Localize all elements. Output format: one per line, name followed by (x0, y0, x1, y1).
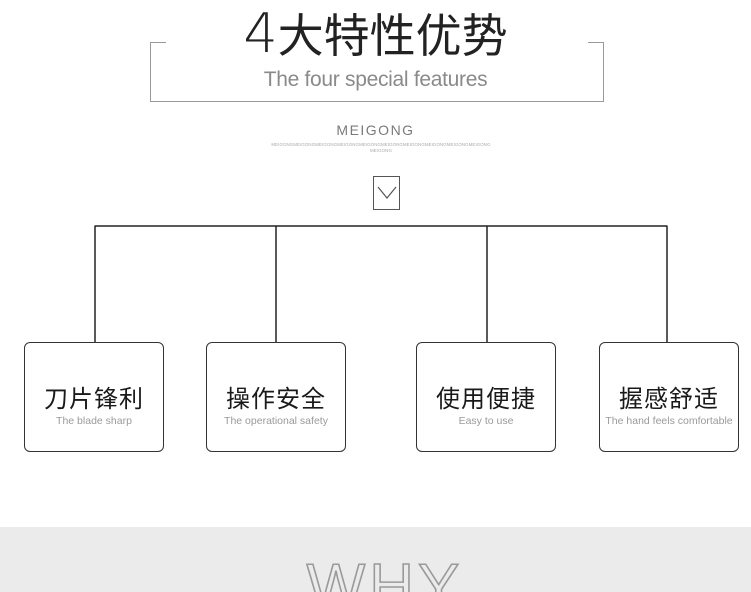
why-heading-text: WHY (307, 552, 464, 592)
title-cn: 大特性优势 (277, 9, 508, 63)
feature-title: 使用便捷 (436, 385, 536, 413)
chevron-down-box (373, 176, 400, 210)
feature-subtitle: Easy to use (458, 415, 514, 427)
connector-lines (94, 225, 668, 343)
title-digit: 4 (243, 2, 278, 65)
feature-subtitle: The hand feels comfortable (605, 415, 733, 427)
feature-subtitle: The blade sharp (56, 415, 132, 427)
feature-card-comfortable: 握感舒适 The hand feels comfortable (599, 342, 739, 452)
feature-title: 刀片锋利 (44, 385, 144, 413)
why-heading: WHY (306, 551, 464, 592)
chevron-down-icon (377, 186, 397, 199)
why-band: WHY (0, 527, 751, 592)
feature-subtitle: The operational safety (224, 415, 328, 427)
title-frame (150, 42, 604, 102)
feature-title: 握感舒适 (619, 385, 719, 413)
brand-repeat-text: MEIGONGMEIGONGMEIGONGMEIGONGMEIGONGMEIGO… (271, 142, 491, 153)
brand-name: MEIGONG (336, 122, 415, 138)
feature-card-easy: 使用便捷 Easy to use (416, 342, 556, 452)
feature-card-sharp: 刀片锋利 The blade sharp (24, 342, 164, 452)
feature-title: 操作安全 (226, 385, 326, 413)
page-title: 4大特性优势 (0, 2, 751, 68)
feature-card-safety: 操作安全 The operational safety (206, 342, 346, 452)
page-subtitle: The four special features (263, 68, 488, 91)
